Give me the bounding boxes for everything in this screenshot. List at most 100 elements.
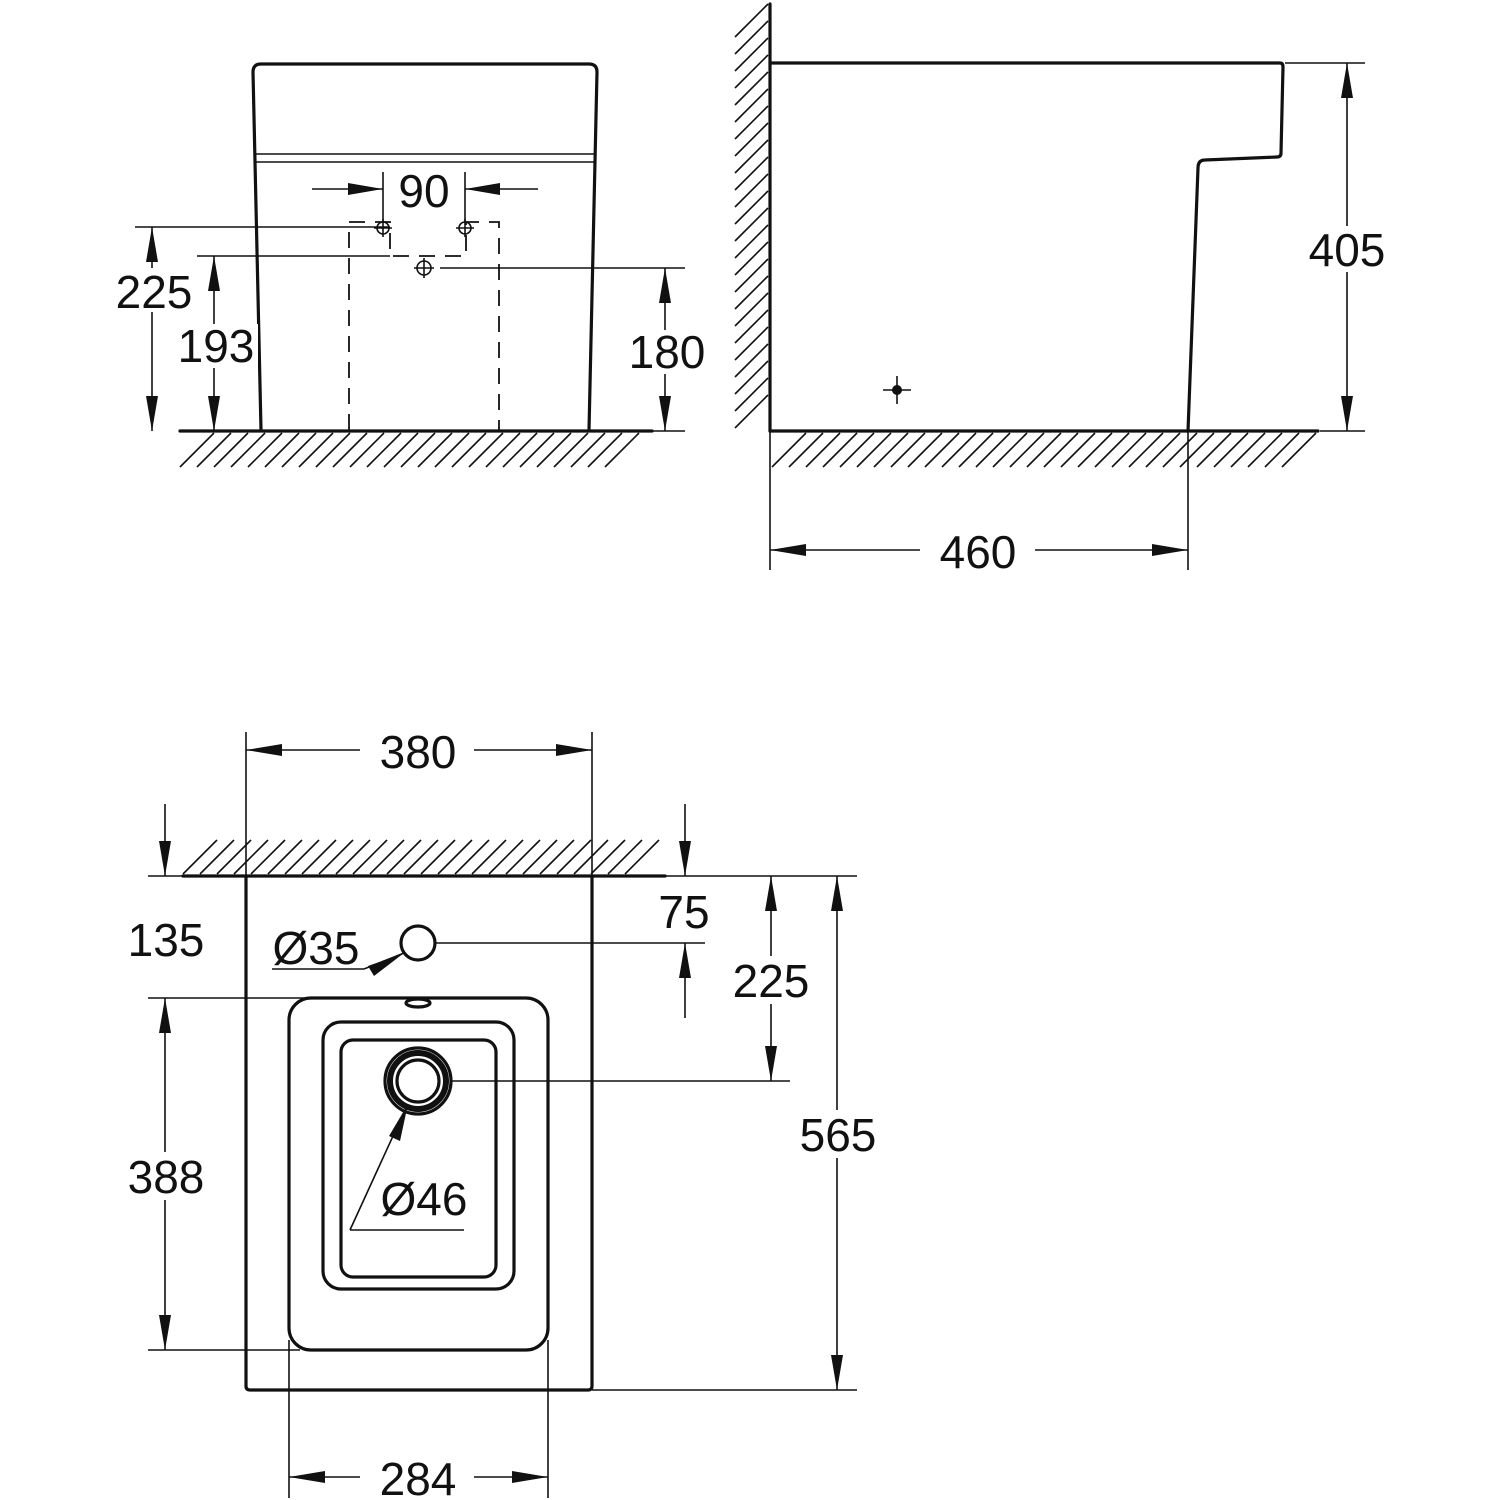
hatch-stroke: [734, 292, 769, 327]
hatch-stroke: [734, 20, 769, 55]
hatch-stroke: [434, 432, 470, 468]
hatch-stroke: [604, 432, 640, 468]
hatch-stroke: [734, 394, 769, 429]
plan-dim-225-arrow-bottom: [765, 1046, 777, 1081]
hatch-stroke: [179, 432, 215, 468]
front-dim-225-arrow-top: [146, 227, 158, 262]
hatch-stroke: [734, 258, 769, 293]
hatch-stroke: [587, 432, 623, 468]
side-dim-460-arrow-left: [770, 544, 806, 556]
plan-dim-380-arrow-left: [246, 744, 282, 756]
hatch-stroke: [1043, 432, 1079, 468]
front-dim-180-mask: [622, 330, 712, 374]
hatch-stroke: [335, 839, 371, 875]
hatch-stroke: [1162, 432, 1198, 468]
front-dim-90-arrow-left: [348, 183, 383, 195]
plan-wall-hatch: [182, 839, 660, 875]
hatch-stroke: [1111, 432, 1147, 468]
hatch-stroke: [250, 839, 286, 875]
side-dim-405-arrow-top: [1341, 63, 1353, 98]
hatch-stroke: [734, 3, 769, 38]
side-dim-405-label: 405: [1309, 224, 1386, 276]
hatch-stroke: [366, 432, 402, 468]
hatch-stroke: [468, 432, 504, 468]
hatch-stroke: [400, 432, 436, 468]
plan-drain-outer: [383, 1046, 453, 1116]
hatch-stroke: [890, 432, 926, 468]
side-view: 405 460: [734, 2, 1394, 578]
hatch-stroke: [941, 432, 977, 468]
hatch-stroke: [958, 432, 994, 468]
side-dim-460-label: 460: [940, 526, 1017, 578]
side-wall-hatch: [734, 3, 769, 429]
hatch-stroke: [1009, 432, 1045, 468]
hatch-stroke: [1094, 432, 1130, 468]
hatch-stroke: [573, 839, 609, 875]
plan-dim-225-mask: [725, 956, 817, 1004]
hatch-stroke: [451, 432, 487, 468]
hatch-stroke: [590, 839, 626, 875]
hatch-stroke: [556, 839, 592, 875]
plan-drain-ring: [387, 1050, 449, 1112]
plan-dim-284-arrow-left: [289, 1471, 325, 1483]
front-dim-225-label: 225: [116, 266, 193, 318]
hatch-stroke: [734, 326, 769, 361]
hatch-stroke: [264, 432, 300, 468]
hatch-stroke: [182, 839, 218, 875]
hatch-stroke: [734, 54, 769, 89]
hatch-stroke: [420, 839, 456, 875]
side-floor-hatch: [771, 432, 1317, 468]
plan-dim-225-arrow-top: [765, 876, 777, 911]
hatch-stroke: [1230, 432, 1266, 468]
hatch-stroke: [734, 309, 769, 344]
hatch-stroke: [454, 839, 490, 875]
hatch-stroke: [230, 432, 266, 468]
hatch-stroke: [734, 207, 769, 242]
hatch-stroke: [992, 432, 1028, 468]
plan-drain-leader-arrow: [389, 1104, 408, 1141]
plan-tap-hole-diameter-label: Ø35: [273, 922, 360, 974]
side-bidet-outline: [768, 61, 1285, 433]
hatch-stroke: [213, 432, 249, 468]
hatch-stroke: [822, 432, 858, 468]
hatch-stroke: [437, 839, 473, 875]
front-outlet-marker: [414, 258, 434, 278]
hatch-stroke: [471, 839, 507, 875]
hatch-stroke: [519, 432, 555, 468]
hatch-stroke: [839, 432, 875, 468]
hatch-stroke: [924, 432, 960, 468]
hatch-stroke: [536, 432, 572, 468]
hatch-stroke: [873, 432, 909, 468]
plan-dim-225-label: 225: [733, 955, 810, 1007]
plan-dim-75-arrow-bottom: [679, 943, 691, 978]
plan-tap-hole-leader-arrow: [368, 953, 404, 976]
hatch-stroke: [734, 241, 769, 276]
plan-dim-565-arrow-bottom: [831, 1355, 843, 1390]
hatch-stroke: [301, 839, 337, 875]
side-dim-460-arrow-right: [1152, 544, 1188, 556]
front-hidden-supply-outline: [348, 221, 500, 430]
hatch-stroke: [1060, 432, 1096, 468]
hatch-stroke: [298, 432, 334, 468]
front-dim-193-arrow-bottom: [208, 396, 220, 431]
hatch-stroke: [1179, 432, 1215, 468]
hatch-stroke: [553, 432, 589, 468]
hatch-stroke: [386, 839, 422, 875]
hatch-stroke: [805, 432, 841, 468]
plan-dim-565-mask: [792, 1110, 884, 1158]
hatch-stroke: [199, 839, 235, 875]
hatch-stroke: [734, 139, 769, 174]
hatch-stroke: [315, 432, 351, 468]
hatch-stroke: [734, 360, 769, 395]
hatch-stroke: [734, 105, 769, 140]
hatch-stroke: [1281, 432, 1317, 468]
hatch-stroke: [1145, 432, 1181, 468]
plan-dim-284-arrow-right: [512, 1471, 548, 1483]
hatch-stroke: [734, 71, 769, 106]
hatch-stroke: [734, 343, 769, 378]
plan-dim-388-arrow-bottom: [159, 1315, 171, 1350]
hatch-stroke: [771, 432, 807, 468]
hatch-stroke: [788, 432, 824, 468]
hatch-stroke: [734, 190, 769, 225]
plan-drain-inner: [395, 1058, 441, 1104]
